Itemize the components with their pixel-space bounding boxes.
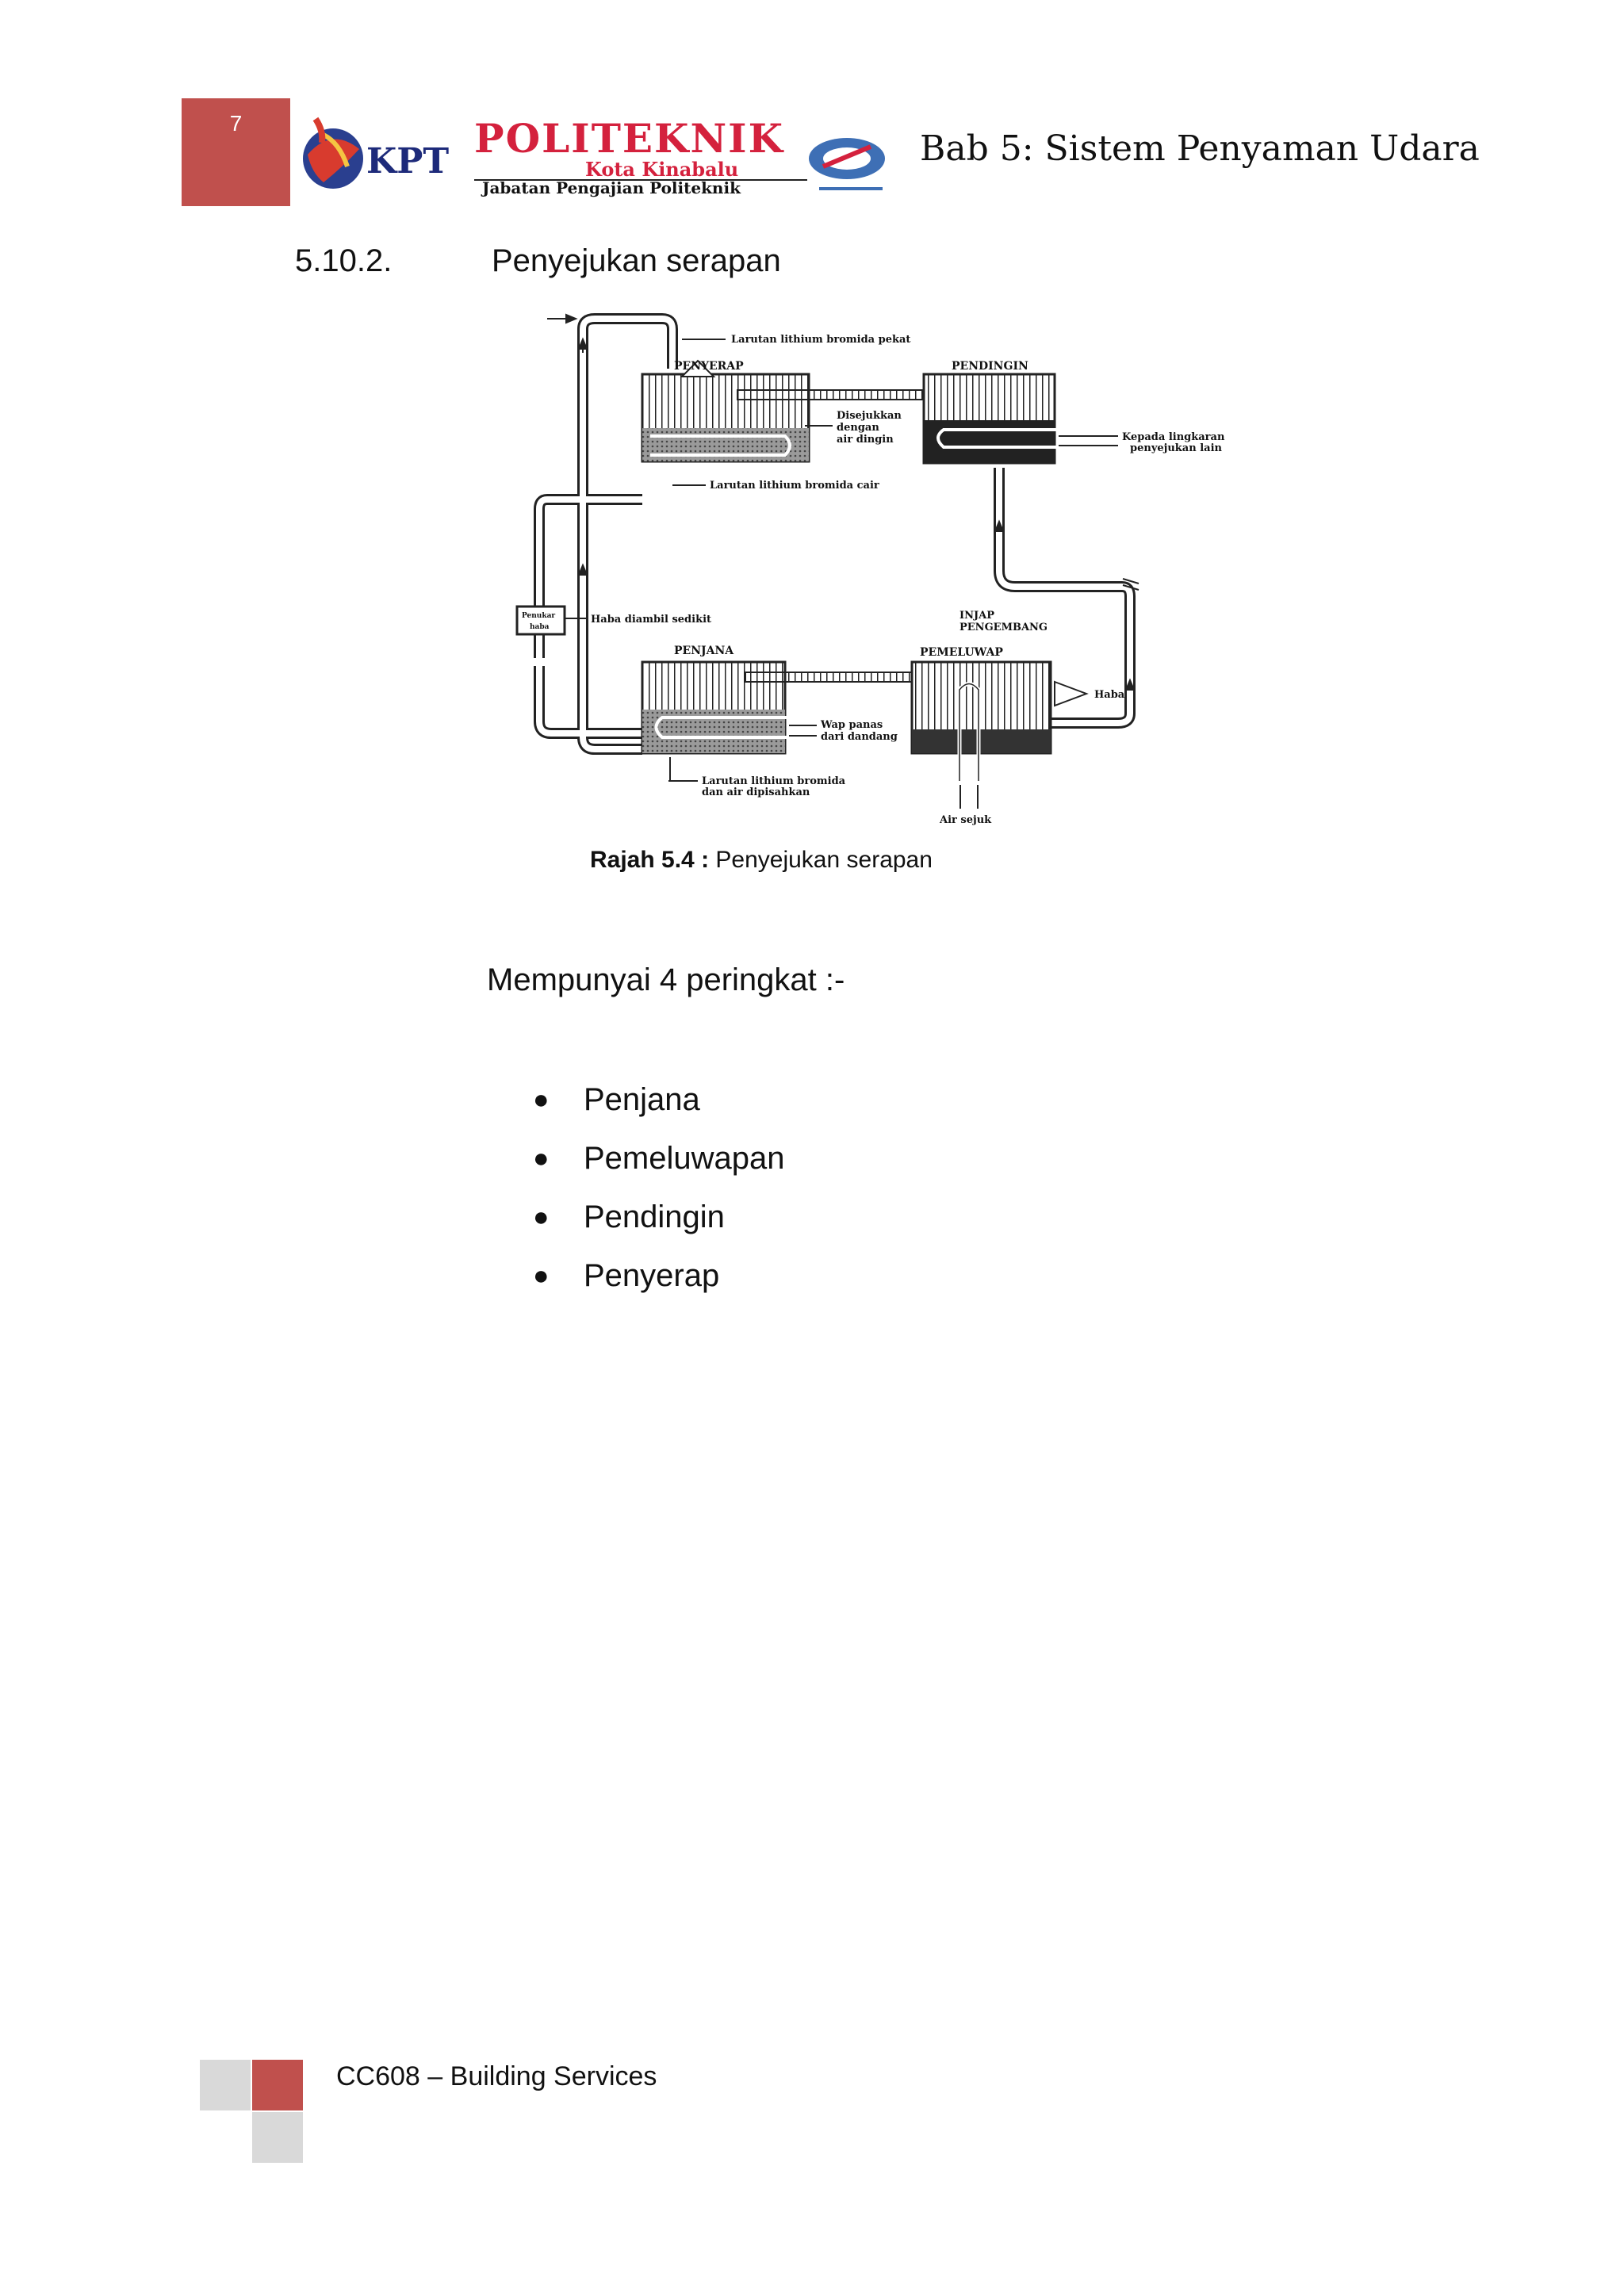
campus-text: Kota Kinabalu (585, 158, 738, 181)
label-heat-taken: Haba diambil sedikit (591, 614, 711, 626)
label-heat: Haba (1094, 689, 1125, 701)
section-title: Penyejukan serapan (492, 243, 781, 278)
footer-decor-square (200, 2060, 251, 2110)
bullet-icon: ● (533, 1261, 550, 1291)
page-number: 7 (229, 111, 243, 136)
label-generator: PENJANA (674, 645, 734, 657)
label-concentrated-solution: Larutan lithium bromida pekat (731, 334, 910, 346)
label-cold-water: Air sejuk (939, 814, 992, 826)
label-separated-1: Larutan lithium bromida (702, 775, 846, 787)
footer-decor-square (252, 2060, 303, 2110)
label-heat-exchanger-2: haba (530, 623, 550, 631)
politeknik-emblem-icon (809, 138, 885, 190)
label-heat-exchanger-1: Penukar (522, 612, 555, 620)
page-number-box (182, 98, 290, 206)
absorption-cooling-diagram: Larutan lithium bromida pekat PENYERAP P… (515, 313, 1225, 826)
list-item: ●Penjana (533, 1070, 785, 1129)
caption-text: Penyejukan serapan (709, 847, 933, 873)
bullet-icon: ● (533, 1202, 550, 1232)
list-item: ●Pemeluwapan (533, 1129, 785, 1188)
footer-decor-square (252, 2112, 303, 2163)
intro-text: Mempunyai 4 peringkat :- (487, 962, 845, 997)
label-steam-2: dari dandang (821, 731, 898, 743)
bullet-icon: ● (533, 1085, 550, 1115)
label-to-circuit-2: penyejukan lain (1130, 442, 1223, 454)
caption-label: Rajah 5.4 : (590, 847, 710, 873)
label-dilute-solution: Larutan lithium bromida cair (710, 480, 879, 492)
globe-emblem-icon (303, 117, 363, 189)
label-steam-1: Wap panas (820, 719, 883, 731)
politeknik-text: POLITEKNIK (474, 115, 784, 162)
politeknik-logo: KPT POLITEKNIK Kota Kinabalu Jabatan Pen… (303, 115, 885, 197)
figure-caption: Rajah 5.4 : Penyejukan serapan (590, 847, 933, 874)
absorber-vessel (641, 359, 810, 463)
label-cooled-2: dengan (837, 422, 879, 434)
department-text: Jabatan Pengajian Politeknik (481, 178, 741, 197)
heat-exchanger-box (515, 605, 566, 636)
generator-vessel (641, 660, 793, 755)
list-item: ●Penyerap (533, 1246, 785, 1305)
list-item: ●Pendingin (533, 1188, 785, 1246)
stages-list: ●Penjana ●Pemeluwapan ●Pendingin ●Penyer… (533, 1070, 785, 1305)
evaporator-vessel (922, 373, 1063, 465)
label-to-circuit-1: Kepada lingkaran (1122, 431, 1225, 443)
label-expansion-valve-1: INJAP (959, 610, 994, 622)
footer-text: CC608 – Building Services (336, 2061, 657, 2091)
label-separated-2: dan air dipisahkan (702, 786, 810, 798)
condenser-vessel (910, 660, 1052, 781)
label-evaporator: PENDINGIN (952, 360, 1028, 373)
label-absorber: PENYERAP (674, 360, 744, 373)
label-cooled-3: air dingin (837, 434, 894, 446)
label-cooled-1: Disejukkan (837, 410, 902, 422)
label-condenser: PEMELUWAP (920, 646, 1003, 659)
label-expansion-valve-2: PENGEMBANG (959, 622, 1048, 633)
chapter-title: Bab 5: Sistem Penyaman Udara (920, 128, 1480, 169)
kpt-text: KPT (366, 141, 449, 182)
bullet-icon: ● (533, 1143, 550, 1173)
section-number: 5.10.2. (295, 243, 393, 278)
